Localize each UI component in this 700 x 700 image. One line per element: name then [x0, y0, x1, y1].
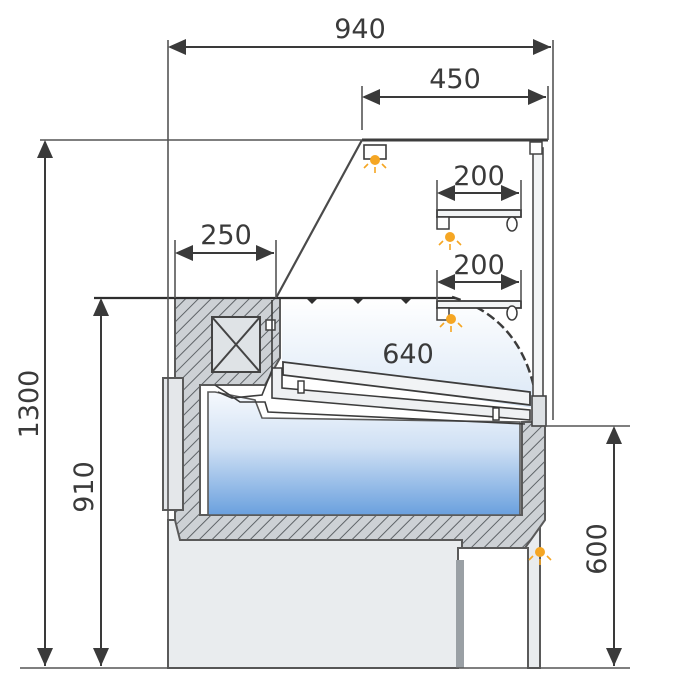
rear-lining	[217, 300, 273, 399]
base-recess	[456, 560, 464, 668]
dimension-rear-top: 250	[175, 220, 274, 261]
dim-label-200-top: 200	[453, 161, 505, 192]
upper-shelf-2	[436, 300, 522, 321]
front-rail	[531, 395, 547, 427]
dimension-base-height: 600	[582, 426, 622, 666]
dim-label-600: 600	[582, 523, 613, 575]
dimension-shelf-1-depth: 200	[437, 161, 519, 201]
dimension-display-depth: 640	[382, 339, 434, 370]
dim-label-640: 640	[382, 339, 434, 370]
display-glass-area	[282, 298, 533, 408]
lamp-shelf-1-icon	[438, 232, 462, 250]
rear-panel	[162, 377, 184, 511]
counter-markers	[306, 298, 412, 304]
dimension-canopy-width: 450	[362, 64, 546, 105]
dim-label-1300: 1300	[14, 370, 45, 439]
dim-label-940: 940	[334, 14, 386, 45]
dimension-shelf-2-depth: 200	[437, 250, 519, 290]
dimension-counter-height: 910	[69, 298, 109, 666]
dim-label-450: 450	[429, 64, 481, 95]
dim-label-910: 910	[69, 461, 100, 513]
lamp-base-icon	[528, 547, 552, 565]
dimension-overall-height: 1300	[14, 140, 53, 666]
front-post	[532, 147, 544, 407]
canopy	[275, 138, 548, 299]
upper-shelf-1	[436, 209, 522, 232]
evaporator-box	[211, 316, 261, 373]
lamp-canopy-icon	[363, 144, 387, 173]
inclined-display-shelf	[271, 360, 531, 421]
dim-label-250: 250	[200, 220, 252, 251]
lamp-shelf-2-icon	[439, 314, 463, 332]
drain-channel	[214, 384, 526, 425]
dim-label-200-mid: 200	[453, 250, 505, 281]
small-fitting	[265, 319, 276, 331]
dimension-overall-width: 940	[168, 14, 551, 55]
